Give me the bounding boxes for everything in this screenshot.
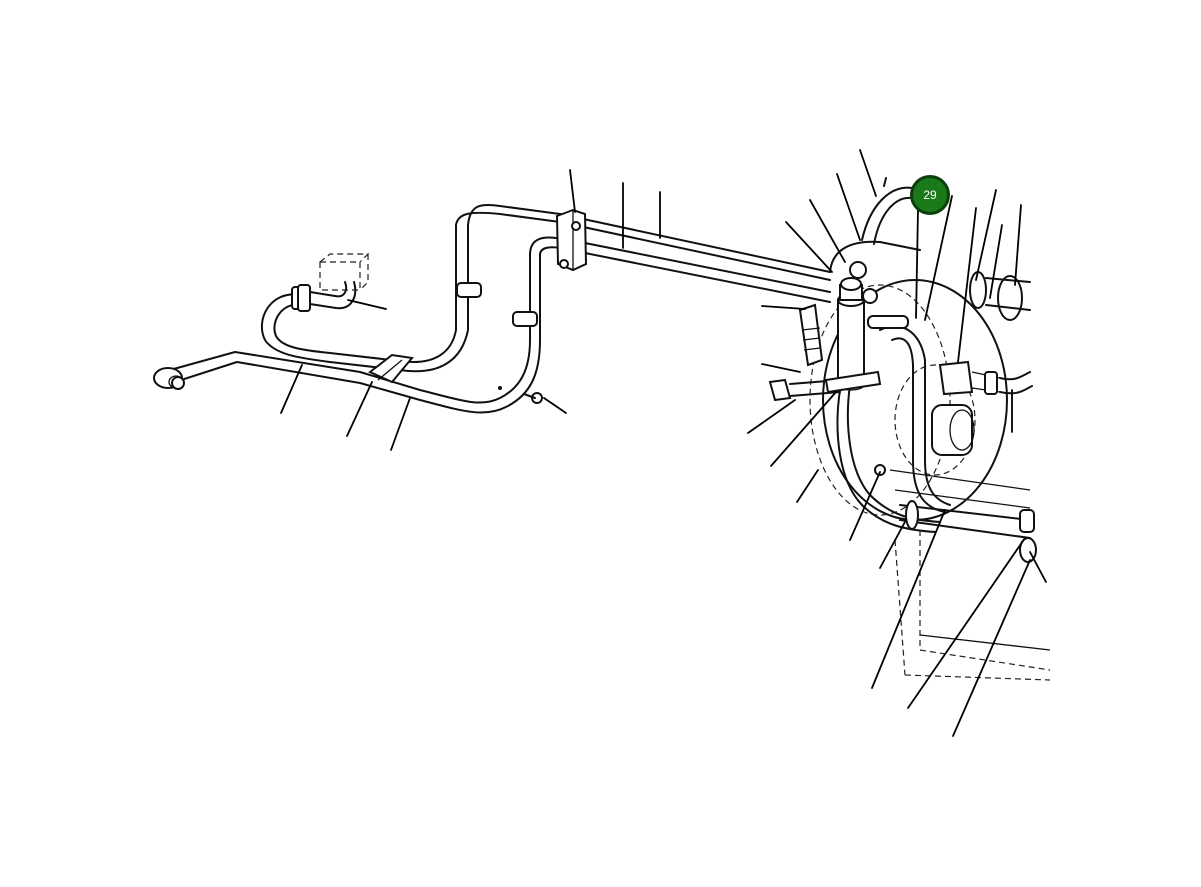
left-tube-loop xyxy=(153,203,571,414)
callout-badge-29[interactable]: 29 xyxy=(910,175,950,215)
pump-assembly xyxy=(768,177,1051,681)
leader-lines xyxy=(280,149,1047,737)
callout-number: 29 xyxy=(923,188,937,202)
horizontal-tube-run xyxy=(555,208,831,303)
